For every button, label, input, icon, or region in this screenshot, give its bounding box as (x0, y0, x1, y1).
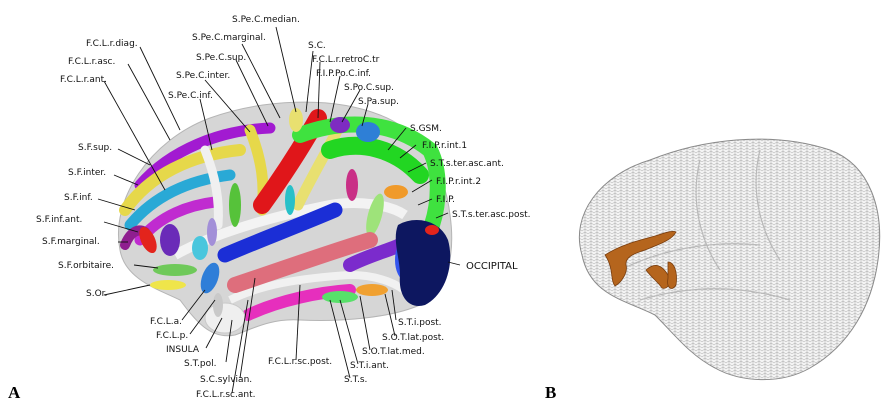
panel-label-b: B (545, 383, 556, 402)
label-bottom: S.T.i.post. (398, 318, 442, 328)
label-right: F.I.P.r.int.1 (422, 141, 467, 151)
label-left: S.F.sup. (78, 143, 112, 153)
label-occipital: OCCIPITAL (466, 261, 518, 272)
labels-left: F.C.L.r.diag. F.C.L.r.asc. F.C.L.r.ant. … (36, 39, 138, 299)
label-top: S.Pe.C.inf. (168, 91, 213, 101)
labels-bottom: F.C.L.a. F.C.L.p. INSULA S.T.pol. S.C.sy… (150, 317, 444, 400)
label-left: F.C.L.r.diag. (86, 39, 138, 49)
label-right: F.I.P.r.int.2 (436, 177, 481, 187)
sulcus-orbital (153, 264, 197, 276)
label-top: F.I.P.Po.C.inf. (316, 69, 371, 79)
sulcus-orange-bottom (356, 284, 388, 296)
occipital-region (396, 220, 450, 306)
label-top: S.C. (308, 41, 326, 51)
label-bottom: S.T.pol. (184, 359, 216, 369)
label-bottom: F.C.L.p. (156, 331, 188, 341)
label-left: S.F.marginal. (42, 237, 100, 247)
label-right: F.I.P. (436, 195, 455, 205)
label-top: S.Pe.C.marginal. (192, 33, 266, 43)
sulcus-teal-mid (285, 185, 295, 215)
label-bottom: F.C.L.r.sc.post. (268, 357, 332, 367)
sulcus-occ-yellow (150, 280, 186, 290)
label-top: S.Po.C.sup. (344, 83, 394, 93)
label-left: F.C.L.r.ant. (60, 75, 107, 85)
label-bottom: S.T.i.ant. (350, 361, 389, 371)
label-top: S.Pe.C.inter. (176, 71, 230, 81)
label-top: S.Pe.C.sup. (196, 53, 246, 63)
label-bottom: S.O.T.lat.post. (382, 333, 444, 343)
insula (205, 303, 245, 333)
sulcus-magenta-mid (346, 169, 358, 201)
sulcus-green-mid (229, 183, 241, 227)
label-bottom: F.C.L.a. (150, 317, 182, 327)
label-top: F.C.L.r.retroC.tr (312, 55, 380, 65)
sulcus-purple-top (330, 117, 350, 133)
label-bottom: F.C.L.r.sc.ant. (196, 390, 255, 400)
label-left: S.Or. (86, 289, 107, 299)
label-right: S.GSM. (410, 124, 442, 134)
sulcus-cyan-left (192, 236, 208, 260)
label-left: S.F.inter. (68, 168, 106, 178)
sulcus-lavender (207, 218, 217, 246)
label-bottom: S.C.sylvian. (200, 375, 252, 385)
label-left: S.F.orbitaire. (58, 261, 114, 271)
label-right: S.T.s.ter.asc.ant. (430, 159, 504, 169)
label-right: S.T.s.ter.asc.post. (452, 210, 531, 220)
sulcus-orange-right (384, 185, 408, 199)
sulcus-pa-sup (356, 122, 380, 142)
label-top: S.Pa.sup. (358, 97, 399, 107)
label-bottom: S.T.s. (344, 375, 367, 385)
label-left: F.C.L.r.asc. (68, 57, 115, 67)
label-left: S.F.inf. (64, 193, 93, 203)
labels-top: S.Pe.C.median. S.C. S.Pe.C.marginal. S.P… (168, 15, 399, 107)
panel-b-brain (579, 139, 879, 380)
label-bottom: INSULA (166, 345, 200, 355)
sulcus-purple-left (160, 224, 180, 256)
label-bottom: S.O.T.lat.med. (362, 347, 425, 357)
label-left: S.F.inf.ant. (36, 215, 82, 225)
sulcus-temporal-pole (213, 293, 223, 317)
panel-label-a: A (8, 383, 21, 402)
label-top: S.Pe.C.median. (232, 15, 300, 25)
